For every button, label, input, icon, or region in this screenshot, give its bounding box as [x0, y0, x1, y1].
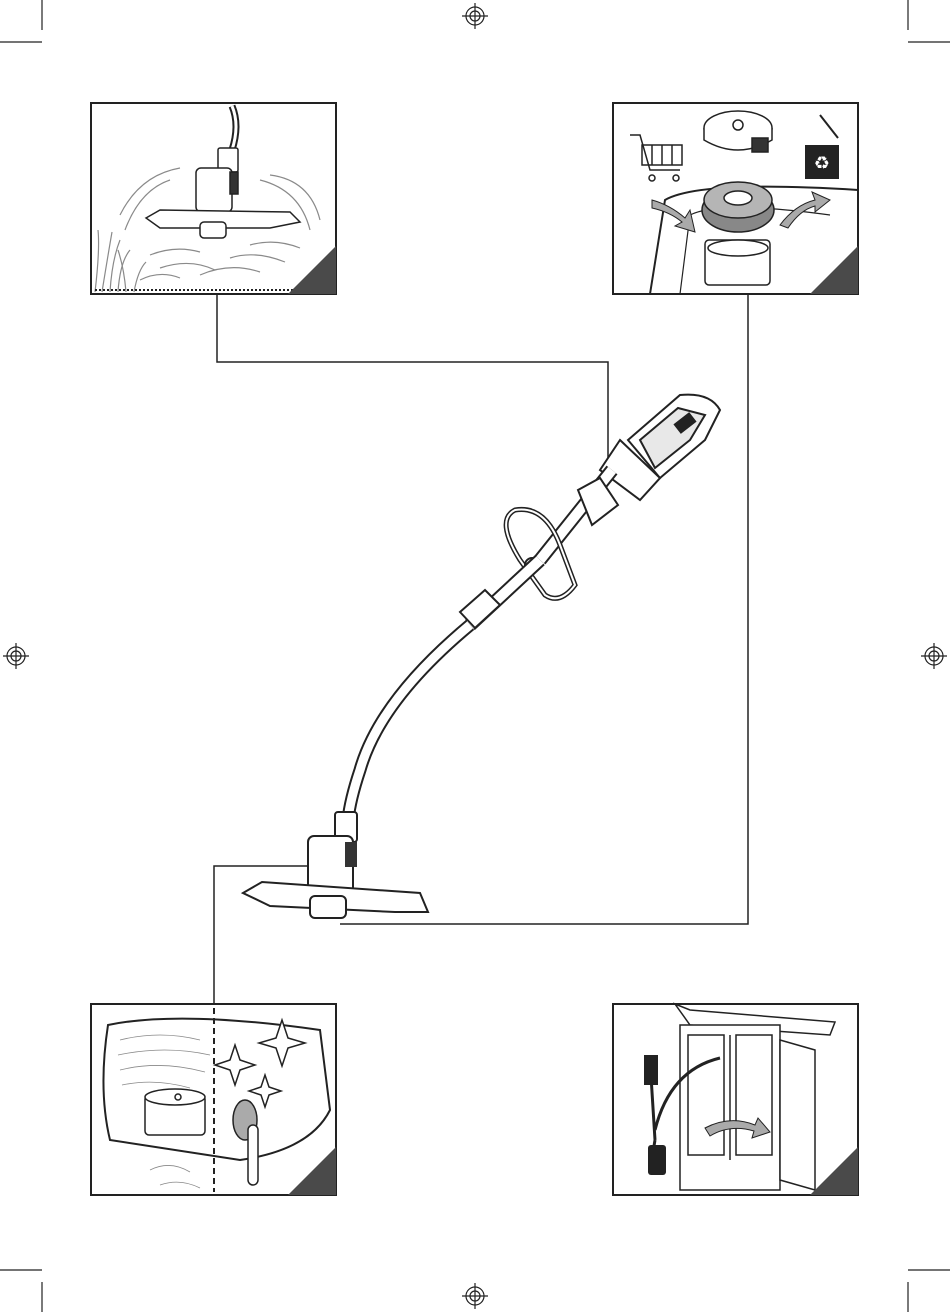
panel-usage — [91, 103, 336, 294]
registration-mark-top — [462, 3, 488, 29]
panel-spool-replacement: ♻ — [613, 103, 858, 294]
panel-storage — [613, 1004, 858, 1195]
spool-housing-icon — [145, 1089, 205, 1135]
panel-cleaning — [91, 1004, 336, 1195]
registration-mark-bottom — [462, 1283, 488, 1309]
spool-cap-icon — [704, 111, 772, 152]
registration-mark-left — [3, 643, 29, 669]
grass-trimmer-illustration — [243, 395, 720, 918]
cabinet-icon — [675, 1004, 835, 1190]
handle-grip-icon — [578, 478, 618, 525]
spool-icon — [702, 182, 774, 232]
svg-text:♻: ♻ — [814, 153, 830, 174]
registration-mark-right — [921, 643, 947, 669]
